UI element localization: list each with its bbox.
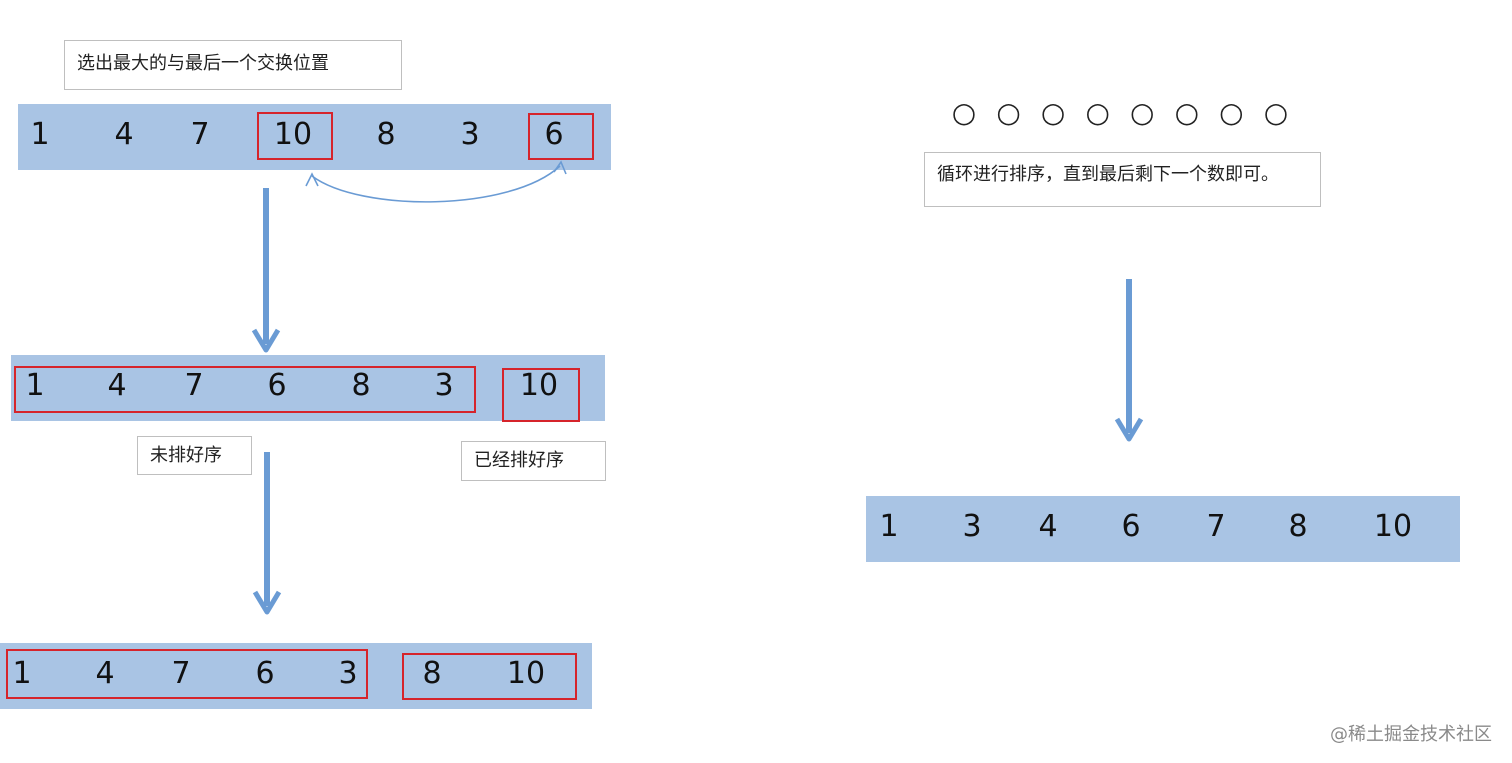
ellipsis-dot: ○ <box>996 95 1021 129</box>
row1-item-6: 6 <box>544 117 564 152</box>
final-item-0: 1 <box>879 509 899 544</box>
row3-item-0: 1 <box>12 656 32 691</box>
final-item-3: 6 <box>1121 509 1141 544</box>
row1-item-3: 10 <box>273 117 313 152</box>
select-max-label: 选出最大的与最后一个交换位置 <box>64 40 402 90</box>
row3-item-1: 4 <box>95 656 115 691</box>
final-item-6: 10 <box>1373 509 1413 544</box>
ellipsis-dots: ○ ○ ○ ○ ○ ○ ○ ○ <box>950 95 1290 129</box>
sorted-label: 已经排好序 <box>461 441 606 481</box>
row3-sorted-highlight <box>402 653 577 700</box>
row3-item-6: 10 <box>506 656 546 691</box>
row3-item-4: 3 <box>338 656 358 691</box>
row1-last-highlight <box>528 113 594 160</box>
row2-item-1: 4 <box>107 368 127 403</box>
ellipsis-dot: ○ <box>1263 95 1289 129</box>
row1-item-2: 7 <box>190 117 210 152</box>
row2-item-5: 3 <box>434 368 454 403</box>
row2-item-2: 7 <box>184 368 204 403</box>
final-item-4: 7 <box>1206 509 1226 544</box>
row1-item-1: 4 <box>114 117 134 152</box>
final-item-5: 8 <box>1288 509 1308 544</box>
watermark: @稀土掘金技术社区 <box>1330 724 1492 745</box>
loop-sort-label: 循环进行排序，直到最后剩下一个数即可。 <box>924 152 1321 207</box>
down-arrow-2 <box>252 452 282 615</box>
sorted-array-row: 1 3 4 6 7 8 10 <box>866 496 1460 562</box>
row2-item-3: 6 <box>267 368 287 403</box>
row2-item-4: 8 <box>351 368 371 403</box>
down-arrow-1 <box>251 188 281 353</box>
ellipsis-dot: ○ <box>1219 95 1244 129</box>
unsorted-label: 未排好序 <box>137 436 252 475</box>
final-item-1: 3 <box>962 509 982 544</box>
row2-unsorted-highlight <box>14 366 476 413</box>
row3-unsorted-highlight <box>6 649 368 699</box>
ellipsis-dot: ○ <box>951 95 977 129</box>
ellipsis-dot: ○ <box>1040 95 1066 129</box>
sorted-text: 已经排好序 <box>474 450 564 471</box>
row1-max-highlight <box>257 112 333 160</box>
down-arrow-3 <box>1114 279 1144 442</box>
loop-sort-text: 循环进行排序，直到最后剩下一个数即可。 <box>937 164 1279 185</box>
row1-item-0: 1 <box>30 117 50 152</box>
row3-item-5: 8 <box>422 656 442 691</box>
select-max-text: 选出最大的与最后一个交换位置 <box>77 53 329 74</box>
row2-item-6: 10 <box>519 368 559 403</box>
ellipsis-dot: ○ <box>1085 95 1110 129</box>
row2-sorted-highlight <box>502 368 580 422</box>
row3-item-3: 6 <box>255 656 275 691</box>
unsorted-text: 未排好序 <box>150 445 222 466</box>
ellipsis-dot: ○ <box>1130 95 1155 129</box>
row1-item-5: 3 <box>460 117 480 152</box>
row3-item-2: 7 <box>171 656 191 691</box>
row1-item-4: 8 <box>376 117 396 152</box>
ellipsis-dot: ○ <box>1174 95 1200 129</box>
final-item-2: 4 <box>1038 509 1058 544</box>
row2-item-0: 1 <box>25 368 45 403</box>
